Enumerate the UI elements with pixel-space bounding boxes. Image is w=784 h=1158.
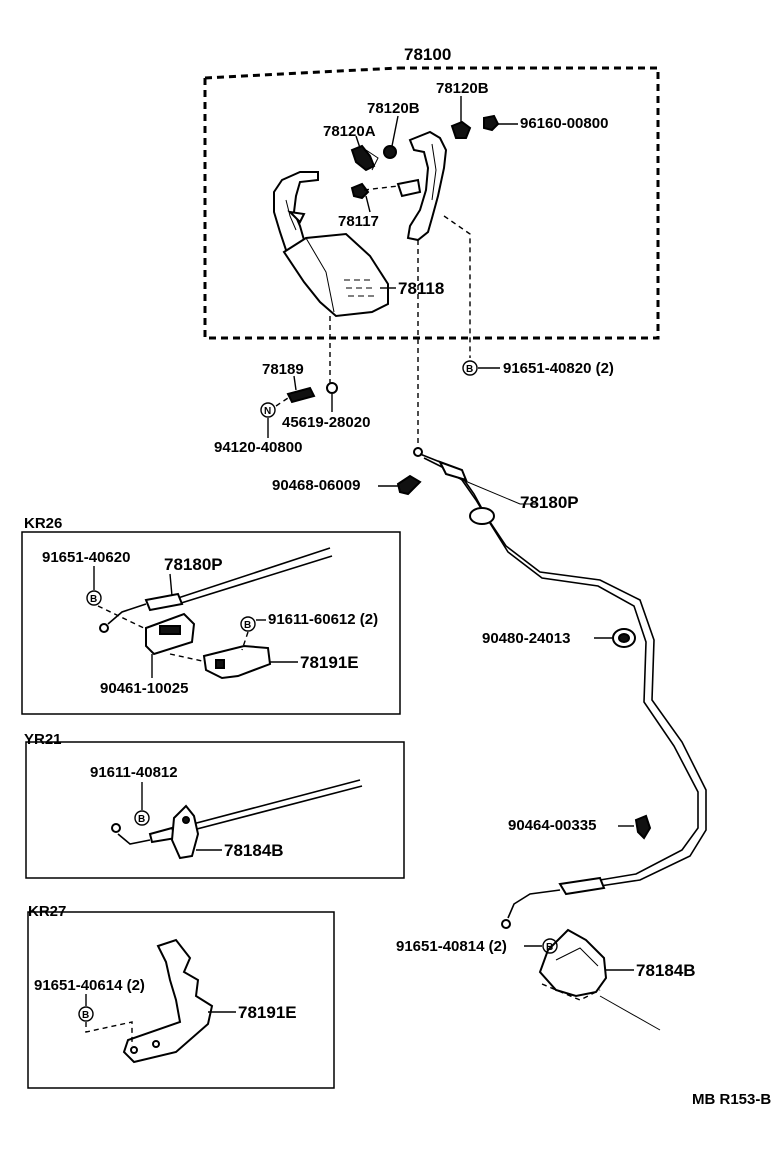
clip-96160 [483,114,500,132]
label-yr21-91611-40812: 91611-40812 [90,764,178,781]
yr21-cable [111,779,363,845]
label-kr27-91651-40614: 91651-40614 (2) [34,977,145,994]
label-94120-40800: 94120-40800 [214,439,302,456]
bolt-symbol-b: B [466,364,473,375]
section-title-kr26: KR26 [24,515,62,532]
bolt-symbol-b-40614: B [82,1010,89,1021]
kr27-bracket-78191E [122,938,214,1064]
bolt-symbol-b-60612: B [244,620,251,631]
accelerator-cable-main [413,447,707,929]
label-kr26-78191E: 78191E [300,653,359,672]
grommet-90480 [612,628,636,648]
section-title-yr21: YR21 [24,731,62,748]
bushing-78120B-top [450,120,472,139]
label-78120A: 78120A [323,123,376,140]
label-78120B-top: 78120B [436,80,489,97]
label-90464-00335: 90464-00335 [508,817,596,834]
section-box-yr21 [25,741,405,879]
kr26-bracket-90461 [145,612,196,656]
label-78180P-main: 78180P [520,493,579,512]
label-kr26-91651-40620: 91651-40620 [42,549,130,566]
label-78118: 78118 [398,279,444,298]
nut-symbol-n: N [264,406,271,417]
label-78184B-main: 78184B [636,961,696,980]
clip-90468 [396,474,422,496]
label-kr26-78180P: 78180P [164,555,223,574]
label-78100: 78100 [404,45,451,64]
bolt-symbol-b-40814: B [546,942,553,953]
label-96160-00800: 96160-00800 [520,115,608,132]
pedal-arm-left [273,171,319,254]
label-90468-06009: 90468-06009 [272,477,360,494]
pedal-lever-right [396,130,448,242]
stopper-bolt-78189 [286,382,338,404]
pedal-pad [282,232,389,318]
label-90480-24013: 90480-24013 [482,630,570,647]
section-box-kr26 [21,531,401,715]
figure-code: MB R153-B [692,1091,771,1108]
label-yr21-78184B: 78184B [224,841,284,860]
kr26-cable [97,547,333,633]
label-kr26-90461-10025: 90461-10025 [100,680,188,697]
label-78120B-mid: 78120B [367,100,420,117]
label-78117: 78117 [338,213,379,230]
kr26-bracket-78191E [202,644,272,680]
label-91651-40814: 91651-40814 (2) [396,938,507,955]
bracket-78184B-main [538,928,661,1031]
clamp-90464 [634,814,652,840]
label-45619-28020: 45619-28020 [282,414,370,431]
yr21-bracket-78184B [170,804,200,860]
spring-78120A [350,144,379,172]
bushing-78117 [350,182,370,200]
bushing-78120B-mid [383,145,397,159]
label-kr26-91611-60612: 91611-60612 (2) [268,611,378,628]
label-78189: 78189 [262,361,304,378]
bolt-symbol-b-40620: B [90,594,97,605]
section-box-kr27 [27,911,335,1089]
label-kr27-78191E: 78191E [238,1003,297,1022]
assembly-frame-78100 [203,66,660,340]
label-91651-40820: 91651-40820 (2) [503,360,614,377]
bolt-symbol-b-40812: B [138,814,145,825]
